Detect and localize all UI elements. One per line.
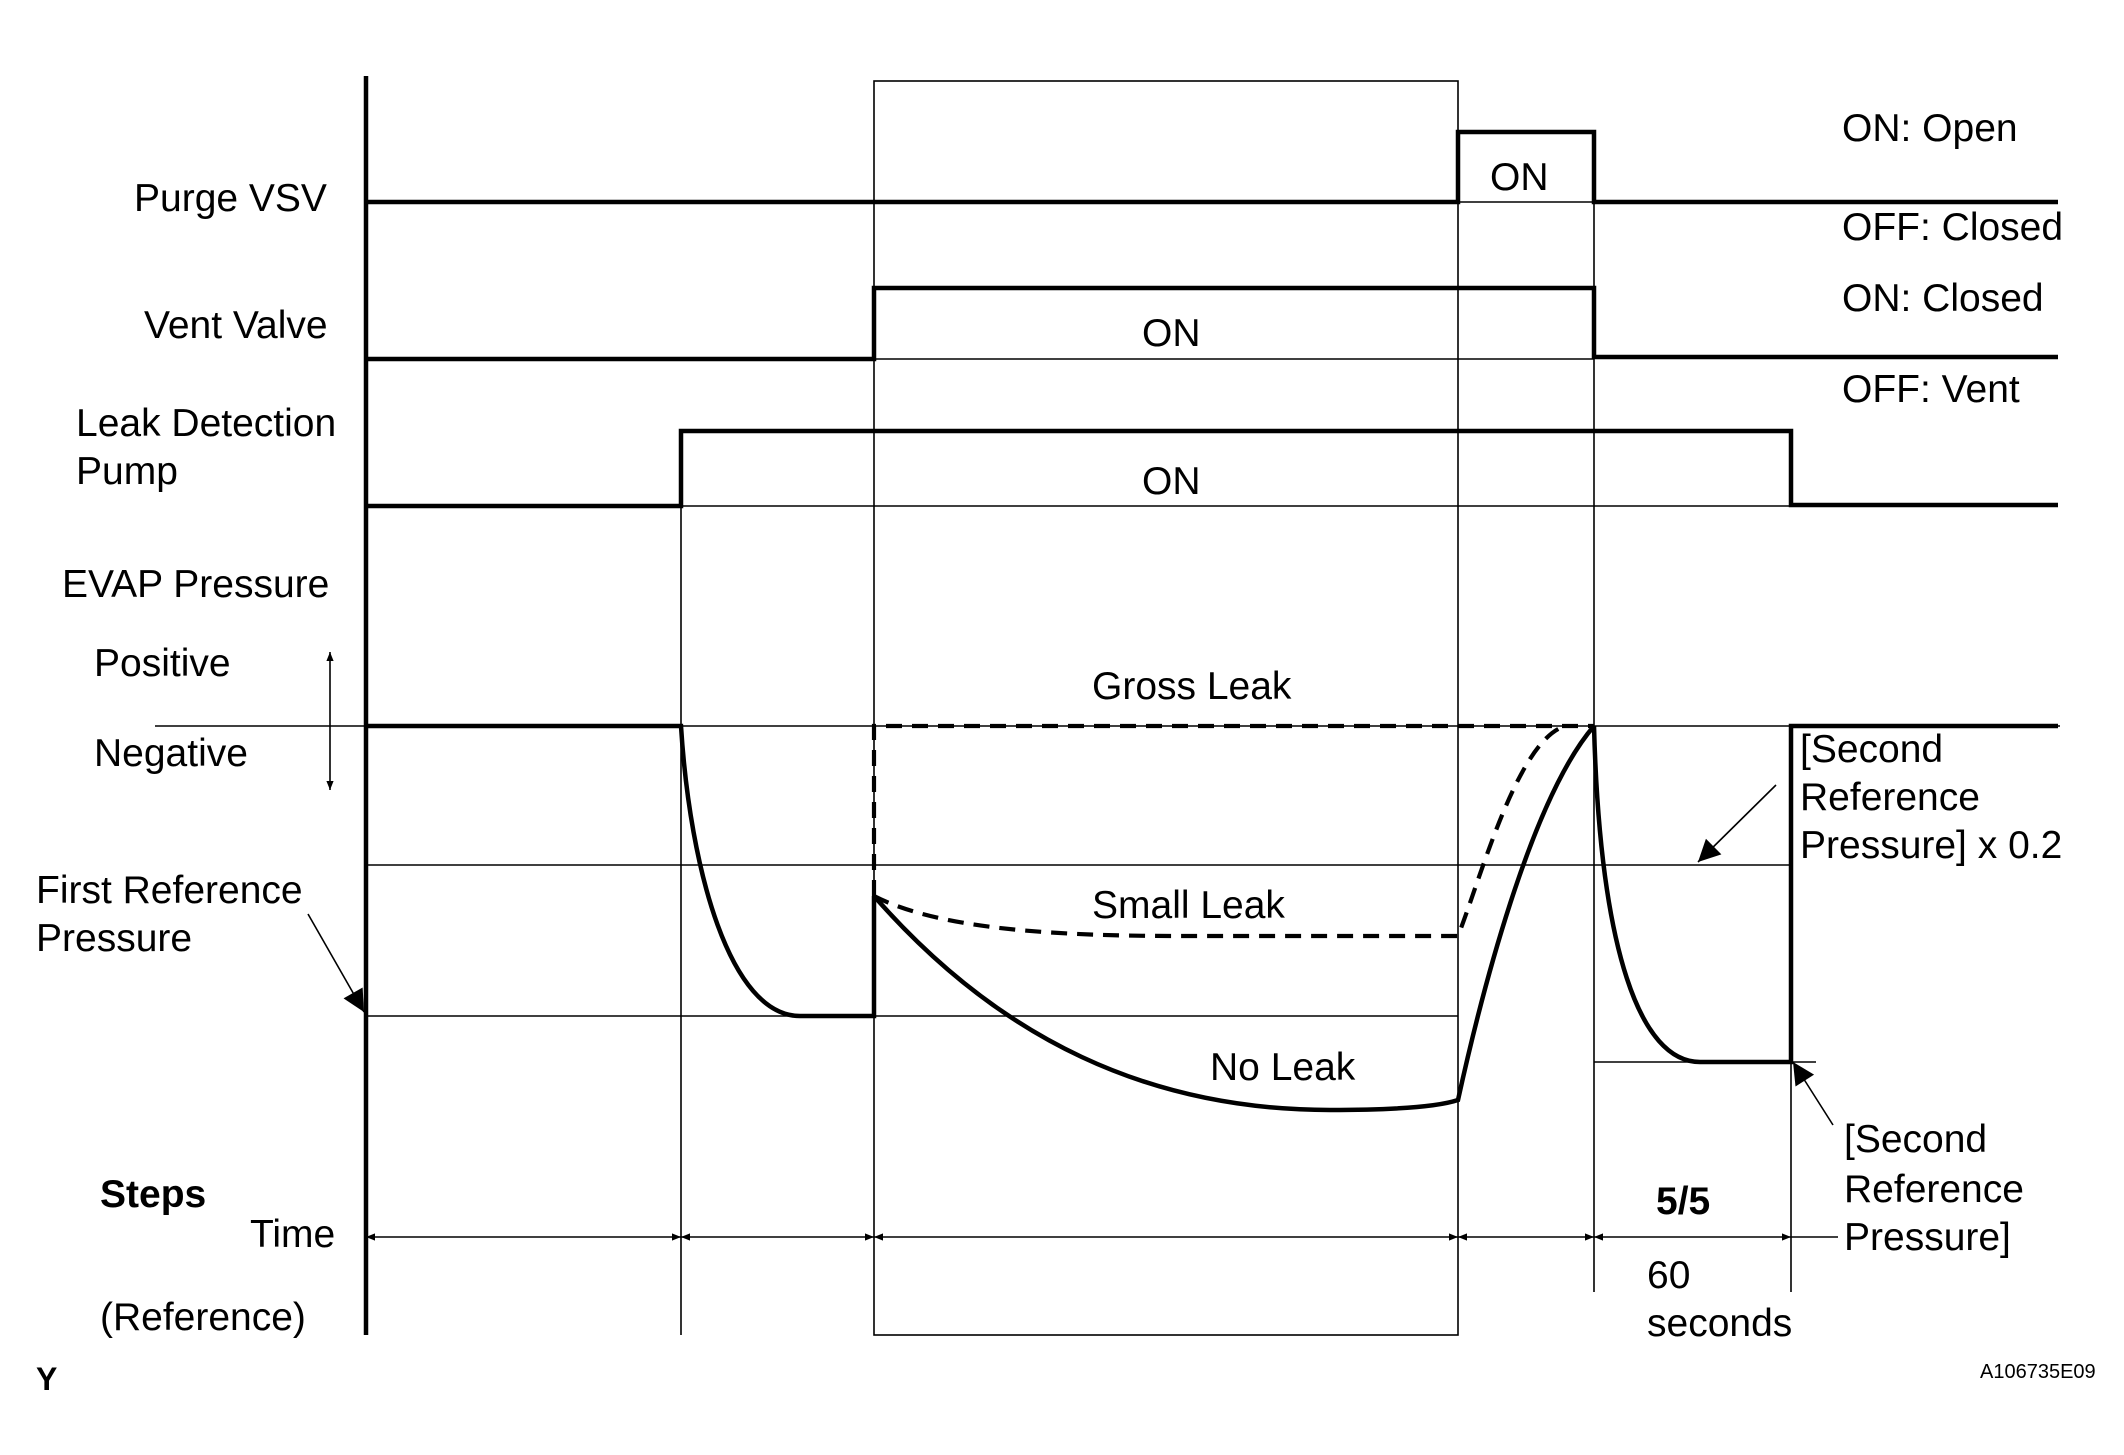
second-ref-line2: Reference [1844, 1168, 2024, 1211]
second-ref-x02-pointer [1697, 784, 1777, 863]
first-ref-label-line1: First Reference [36, 869, 303, 912]
evap-pressure-main-curve [366, 723, 877, 1019]
purge-vsv-waveform [366, 129, 2058, 205]
leak-pump-label-line2: Pump [76, 450, 178, 493]
corner-mark: Y [36, 1361, 57, 1397]
gross-leak-curve [871, 723, 1594, 896]
duration-unit: seconds [1647, 1302, 1792, 1345]
vent-valve-waveform [366, 285, 2058, 362]
leak-pump-label-line1: Leak Detection [76, 402, 336, 445]
no-leak-curve [872, 724, 1596, 1113]
purge-on-label: ON [1490, 156, 1549, 199]
small-leak-curve [873, 726, 1562, 939]
step-5-of-5-label: 5/5 [1656, 1180, 1710, 1223]
figure-code: A106735E09 [1980, 1361, 2096, 1383]
leak-pump-waveform [366, 428, 2058, 509]
reference-label: (Reference) [100, 1296, 306, 1339]
first-ref-pointer [307, 913, 365, 1013]
negative-label: Negative [94, 732, 248, 775]
second-step-curve [1591, 723, 2058, 1065]
evap-pressure-label: EVAP Pressure [62, 563, 329, 606]
vent-on-meaning: ON: Closed [1842, 277, 2044, 320]
small-leak-label: Small Leak [1092, 884, 1285, 927]
second-ref-line1: [Second [1844, 1118, 1987, 1161]
second-ref-line3: Pressure] [1844, 1216, 2011, 1259]
time-label: Time [250, 1213, 335, 1256]
vent-valve-label: Vent Valve [144, 304, 328, 347]
second-ref-pointer [1792, 1061, 1834, 1126]
vent-off-meaning: OFF: Vent [1842, 368, 2020, 411]
second-ref-x02-line2: Reference [1800, 776, 1980, 819]
first-ref-label-line2: Pressure [36, 917, 192, 960]
duration-value: 60 [1647, 1254, 1690, 1297]
no-leak-label: No Leak [1210, 1046, 1356, 1089]
pump-on-label: ON [1142, 460, 1201, 503]
gross-leak-label: Gross Leak [1092, 665, 1292, 708]
purge-vsv-label: Purge VSV [134, 177, 327, 220]
second-ref-x02-line3: Pressure] x 0.2 [1800, 824, 2062, 867]
purge-on-meaning: ON: Open [1842, 107, 2018, 150]
step-box [873, 80, 1459, 1336]
second-ref-x02-line1: [Second [1800, 728, 1943, 771]
purge-off-meaning: OFF: Closed [1842, 206, 2063, 249]
steps-label: Steps [100, 1173, 206, 1216]
positive-label: Positive [94, 642, 231, 685]
vent-on-label: ON [1142, 312, 1201, 355]
